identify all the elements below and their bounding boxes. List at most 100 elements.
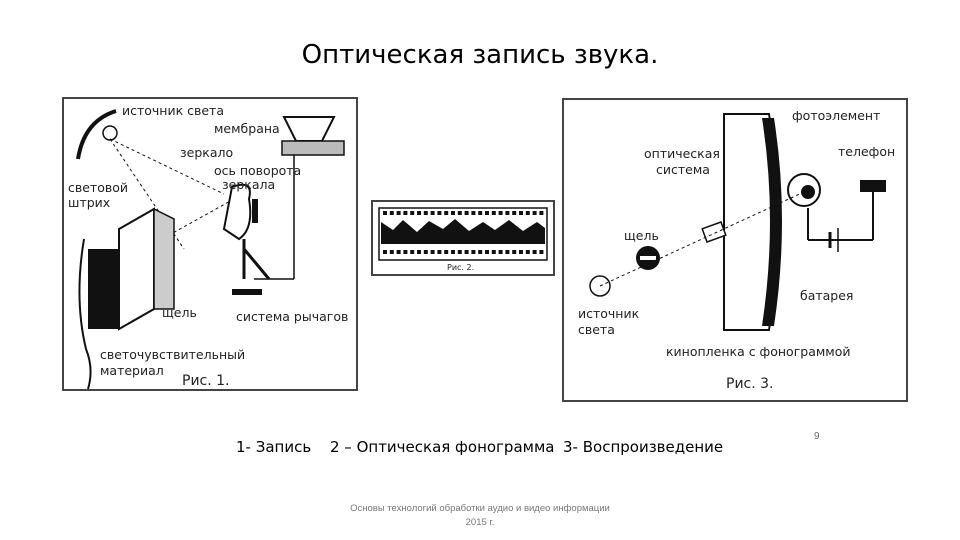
label-membrane: мембрана: [214, 121, 280, 136]
label-slit: щель: [162, 305, 197, 320]
perforation-hole: [505, 211, 510, 215]
perforation-hole: [423, 250, 428, 254]
lamp-icon: [102, 125, 118, 141]
label-optical-1: оптическая: [644, 146, 720, 161]
perforation-hole: [457, 211, 462, 215]
perforation-hole: [464, 211, 469, 215]
page-number: 9: [814, 431, 820, 442]
perforation-hole: [389, 211, 394, 215]
perforation-hole: [532, 211, 537, 215]
label-slit: щель: [624, 228, 659, 243]
membrane-housing: [281, 140, 345, 156]
figure3-caption: Рис. 3.: [726, 376, 774, 392]
figure1-caption: Рис. 1.: [182, 373, 230, 389]
perforation-hole: [389, 250, 394, 254]
phone-icon: [860, 180, 886, 192]
perforation-hole: [505, 250, 510, 254]
perforation-hole: [519, 211, 523, 215]
label-light-source: источник света: [122, 103, 224, 118]
perforation-hole: [410, 250, 415, 254]
legend-recording: 1- Запись: [236, 438, 312, 456]
perforation-hole: [519, 250, 523, 254]
slit-box: [118, 207, 155, 331]
label-battery: батарея: [800, 288, 853, 303]
film-soundtrack: [762, 118, 782, 326]
perforation-hole: [396, 250, 401, 254]
perforation-hole: [417, 250, 421, 254]
perforation-hole: [539, 250, 544, 254]
label-mirror-axis-1: ось поворота: [214, 163, 301, 178]
figure-playback: фотоэлемент оптическая система телефон щ…: [562, 98, 908, 402]
label-source-1: источник: [578, 306, 640, 321]
label-levers: система рычагов: [236, 309, 348, 324]
perforation-hole: [485, 211, 489, 215]
perforation-hole: [512, 250, 517, 254]
perforation-hole: [478, 211, 483, 215]
perforation-hole: [512, 211, 517, 215]
film-strip: [78, 238, 92, 389]
label-light-stroke-2: штрих: [68, 195, 110, 210]
photocell-core: [801, 185, 815, 199]
lever-base: [232, 289, 262, 295]
perforation-hole: [444, 250, 449, 254]
figure-soundtrack: Рис. 2.: [371, 200, 555, 276]
perforation-hole: [478, 250, 483, 254]
label-phone: телефон: [838, 144, 895, 159]
perforation-hole: [498, 211, 503, 215]
slit-box-side: [153, 207, 175, 310]
perforation-hole: [403, 211, 408, 215]
perforation-hole: [451, 250, 455, 254]
label-mirror-axis-2: зеркала: [222, 177, 275, 192]
perforation-hole: [525, 211, 530, 215]
footer-course: Основы технологий обработки аудио и виде…: [350, 503, 610, 514]
reflector-shape: [76, 109, 117, 160]
perforations: [383, 211, 544, 254]
label-source-2: света: [578, 322, 615, 337]
slit-opening: [640, 256, 656, 260]
mirror-pivot: [252, 199, 258, 223]
perforation-hole: [383, 250, 387, 254]
label-mirror: зеркало: [180, 145, 233, 160]
perforation-hole: [430, 211, 435, 215]
playback-diagram: фотоэлемент оптическая система телефон щ…: [578, 108, 895, 392]
photosensitive-material: [88, 249, 120, 329]
slide-title: Оптическая запись звука.: [301, 40, 659, 70]
perforation-hole: [423, 211, 428, 215]
recording-diagram: источник света мембрана зеркало ось пово…: [68, 103, 348, 389]
perforation-hole: [471, 211, 476, 215]
perforation-hole: [491, 250, 496, 254]
perforation-hole: [457, 250, 462, 254]
footer-year: 2015 г.: [465, 517, 495, 528]
perforation-hole: [437, 211, 442, 215]
perforation-hole: [444, 211, 449, 215]
lever-arm: [242, 248, 271, 280]
perforation-hole: [485, 250, 489, 254]
label-light-stroke-1: световой: [68, 180, 128, 195]
perforation-hole: [464, 250, 469, 254]
perforation-hole: [437, 250, 442, 254]
perforation-hole: [396, 211, 401, 215]
mirror-shape: [222, 183, 252, 241]
perforation-hole: [430, 250, 435, 254]
perforation-hole: [451, 211, 455, 215]
perforation-hole: [471, 250, 476, 254]
perforation-hole: [525, 250, 530, 254]
perforation-hole: [532, 250, 537, 254]
light-ray: [599, 191, 805, 287]
figure-recording: источник света мембрана зеркало ось пово…: [62, 97, 358, 391]
label-optical-2: система: [656, 162, 710, 177]
soundtrack-wave: [381, 219, 545, 244]
funnel-shape: [282, 116, 336, 142]
label-material-1: светочувствительный: [100, 347, 245, 362]
legend-playback: 3- Воспроизведение: [563, 438, 724, 456]
label-photocell: фотоэлемент: [792, 108, 880, 123]
perforation-hole: [383, 211, 387, 215]
perforation-hole: [403, 250, 408, 254]
perforation-hole: [410, 211, 415, 215]
label-film: кинопленка с фонограммой: [666, 344, 851, 359]
perforation-hole: [498, 250, 503, 254]
perforation-hole: [417, 211, 421, 215]
label-material-2: материал: [100, 363, 164, 378]
soundtrack-diagram: Рис. 2.: [378, 207, 548, 272]
figure2-caption: Рис. 2.: [447, 263, 474, 272]
